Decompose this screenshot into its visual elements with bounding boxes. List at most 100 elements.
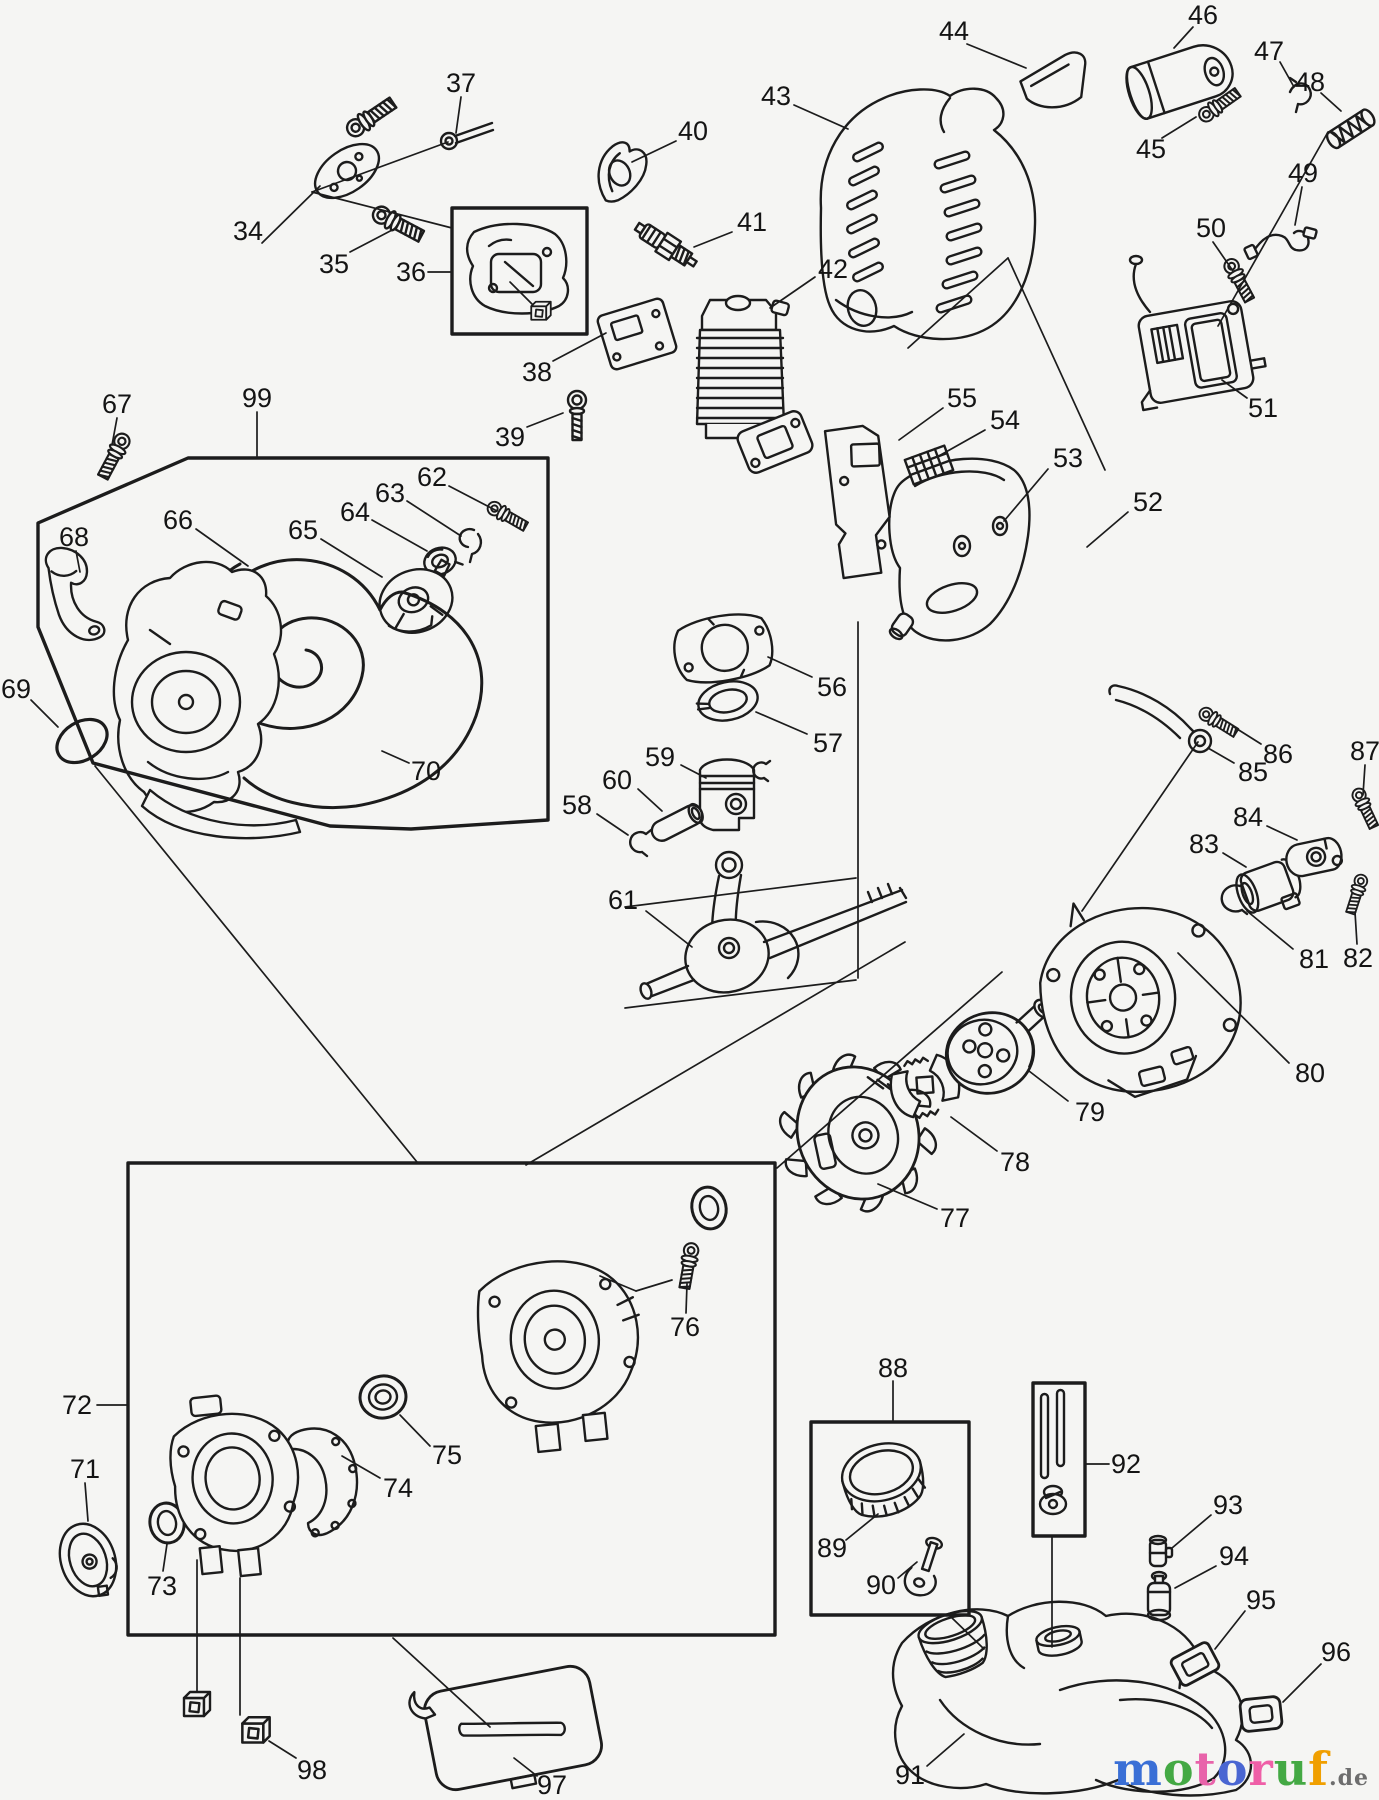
leader-line-70 [381,750,410,764]
part-clamp-84 [1285,836,1344,878]
part-starter-housing [112,560,302,840]
part-tank-pipes-92 [1038,1388,1068,1516]
part-terminal-clip-47 [1288,76,1312,114]
leader-line-37 [455,96,462,134]
part-insulator-36 [465,222,570,315]
part-switch-wire-49 [1243,226,1318,261]
leader-line-68 [75,550,81,573]
explosion-line [392,1637,491,1728]
part-label-46: 46 [1188,0,1218,30]
leader-line-60 [637,788,663,812]
fuel-cap-box [809,1420,971,1617]
part-label-39: 39 [495,422,525,452]
leader-line-82 [1354,911,1358,945]
part-screw-50 [1220,255,1258,305]
leader-line-65 [320,538,383,578]
part-spring-48 [1325,108,1376,150]
part-label-48: 48 [1295,67,1325,97]
leader-line-40 [631,140,677,163]
part-label-86: 86 [1263,739,1293,769]
part-label-61: 61 [608,885,638,915]
part-label-38: 38 [522,357,552,387]
part-label-98: 98 [297,1755,327,1785]
part-starter-grip-68 [44,546,106,642]
explosion-line [949,1615,985,1650]
part-label-60: 60 [602,765,632,795]
leader-line-95 [1214,1610,1246,1650]
leader-line-49 [1294,186,1303,226]
part-label-36: 36 [396,257,426,287]
part-fuel-cap-89 [840,1442,927,1518]
part-pawl-plate-71 [58,1522,118,1598]
explosion-line [311,141,449,193]
part-label-37: 37 [446,68,476,98]
part-label-79: 79 [1075,1097,1105,1127]
part-intake-elbow-40 [597,141,648,203]
part-label-99: 99 [242,383,272,413]
motoruf-logo-suffix: .de [1328,1765,1369,1791]
part-label-91: 91 [895,1760,925,1790]
motoruf-watermark: motoruf.de [1113,1746,1369,1792]
leader-line-51 [1221,379,1248,399]
part-label-90: 90 [866,1570,896,1600]
part-label-52: 52 [1133,487,1163,517]
part-label-75: 75 [432,1440,462,1470]
part-label-67: 67 [102,389,132,419]
leader-line-47 [1279,61,1295,88]
part-label-83: 83 [1189,829,1219,859]
part-label-93: 93 [1213,1490,1243,1520]
part-label-92: 92 [1111,1449,1141,1479]
leader-line-46 [1173,26,1194,49]
explosion-line [907,257,1009,349]
part-cap-retainer-90 [903,1536,943,1597]
leader-line-54 [936,429,986,458]
explosion-line [94,765,418,1163]
leader-line-93 [1171,1514,1212,1549]
part-cylinder-42 [695,294,814,474]
motoruf-letter: o [1216,1742,1249,1796]
leader-line-89 [845,1513,879,1541]
part-crank-seal [690,1185,728,1231]
part-label-84: 84 [1233,802,1263,832]
leader-line-84 [1266,825,1298,841]
leader-line-87 [1362,764,1366,796]
leader-line-38 [552,332,607,362]
part-label-80: 80 [1295,1058,1325,1088]
leader-line-71 [84,1482,89,1522]
tank-pipes-box [1031,1381,1087,1538]
leader-line-63 [406,500,462,537]
part-base-plate-97 [408,1664,603,1792]
part-label-54: 54 [990,405,1020,435]
part-label-87: 87 [1350,736,1379,766]
part-label-62: 62 [417,462,447,492]
leader-line-75 [399,1414,431,1447]
part-crankcase-right [476,1260,640,1454]
part-label-41: 41 [737,207,767,237]
part-label-70: 70 [411,756,441,786]
explosion-line [624,979,857,1009]
leader-line-56 [767,656,813,678]
motoruf-logo-text: motoruf [1113,1742,1329,1796]
part-clip-95 [1169,1641,1221,1690]
leader-line-76 [685,1283,688,1314]
part-wrist-pin-60 [650,802,704,842]
explosion-line [1217,131,1329,327]
part-nut-98a [182,1690,212,1718]
part-circlip-59b [752,759,772,783]
part-circlip-58 [629,828,653,858]
part-label-96: 96 [1321,1637,1351,1667]
part-muffler-gasket-38 [596,297,678,371]
leader-line-94 [1174,1565,1217,1589]
part-fuel-filter-94 [1146,1570,1172,1622]
part-label-68: 68 [59,522,89,552]
part-check-valve-93 [1148,1534,1174,1568]
part-label-49: 49 [1288,158,1318,188]
assembly-boxes [36,206,1087,1637]
crankcase-assembly-box [126,1161,777,1637]
leader-line-83 [1222,852,1247,868]
part-label-95: 95 [1246,1585,1276,1615]
explosion-line [635,1279,673,1292]
leader-line-69 [30,699,59,728]
